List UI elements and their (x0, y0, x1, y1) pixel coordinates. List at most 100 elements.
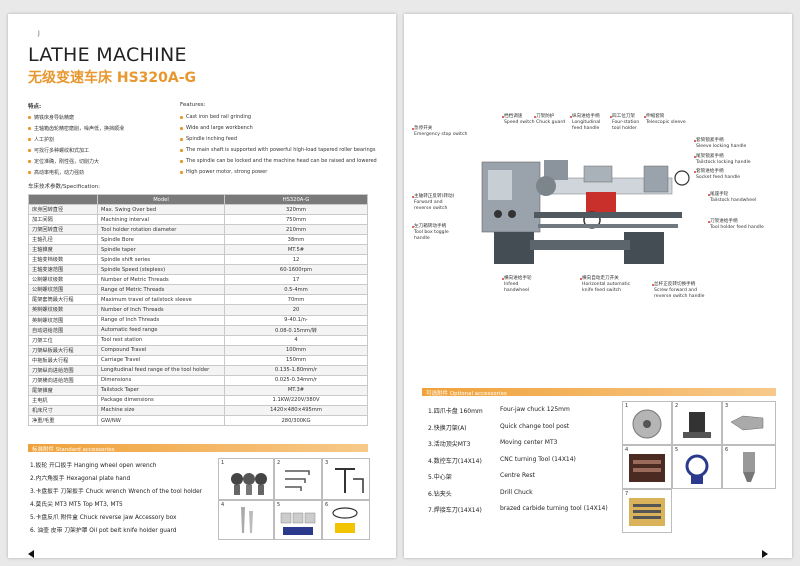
feature-item: 可找行多种螺纹和式加工 (34, 148, 90, 154)
feature-item: The main shaft is supported with powerfu… (186, 147, 376, 153)
spec-en: Maximum travel of tailstock sleeve (97, 294, 225, 306)
thumb-drill-chuck: 6 (722, 445, 776, 489)
standard-item: 1.扳轮 开口扳手 Hanging wheel open wrench (30, 463, 157, 469)
next-page-arrow-icon[interactable] (762, 550, 768, 558)
page-title: LATHE MACHINE (28, 44, 187, 66)
leader-dot (644, 116, 646, 118)
moving-center-image (730, 415, 764, 431)
spec-value: 70mm (224, 294, 368, 306)
page-mark: J (38, 30, 40, 37)
thumb-moving-center: 3 (722, 401, 776, 445)
feature-item: 人工护割 (34, 137, 55, 143)
hex-key-image (285, 470, 310, 491)
callout-telescopic: 伸缩套筒 Telescopic sleeve (646, 114, 686, 125)
spec-cn: 净重/毛重 (28, 414, 98, 427)
optional-item-cn: 3.活动顶尖MT3 (428, 441, 471, 448)
bullet-icon (180, 171, 183, 174)
thumb-tool-post: 2 (672, 401, 722, 445)
spec-value: 4 (224, 334, 368, 346)
spec-en: Dimensions (97, 374, 225, 386)
spec-en: Carriage Travel (97, 354, 225, 366)
bullet-icon (180, 138, 183, 141)
leader-dot (610, 116, 612, 118)
feature-item: Spindle inching feed (186, 136, 238, 142)
cnc-tool-image (629, 454, 665, 482)
oil-belt-image (332, 507, 358, 533)
spec-cn: 尾架锥度 (28, 384, 98, 396)
spec-en: Max. Swing Over bed (97, 203, 225, 216)
bullet-icon (180, 116, 183, 119)
optional-item-cn: 5.中心架 (428, 474, 452, 481)
optional-item-cn: 1.四爪卡盘 160mm (428, 408, 483, 415)
spec-en: Tailstock Taper (97, 384, 225, 396)
centers-image (241, 507, 253, 533)
callout-long-feed: 纵向进给手柄 Longitudinal feed handle (572, 114, 601, 131)
spec-value: 1.1KW/220V/380V (224, 394, 368, 406)
optional-item-cn: 4.数控车刀(14X14) (428, 457, 482, 465)
spec-cn: 公制螺纹范围 (28, 284, 98, 296)
callout-tailstock-hand: 尾座手轮 Tailstock handwheel (710, 192, 757, 203)
optional-item-en: Centre Rest (500, 472, 536, 479)
spec-cn: 机床尺寸 (28, 404, 98, 416)
spec-value: MT.3# (224, 384, 368, 396)
spec-value: 210mm (224, 224, 368, 236)
lathe-illustration (481, 160, 690, 264)
spec-header-value: HS320A-G (224, 194, 368, 205)
spec-cn: 刀架纵板最大行程 (28, 344, 98, 356)
optional-item-en: Four-jaw chuck 125mm (500, 406, 570, 413)
spec-cn: 主电机 (28, 394, 98, 406)
thumb-centers: 4 (218, 500, 274, 540)
spec-en: Compound Travel (97, 344, 225, 356)
prev-page-arrow-icon[interactable] (28, 550, 34, 558)
feature-item: High power motor, strong power (186, 169, 268, 175)
spec-cn: 刀架纵向进给范围 (28, 364, 98, 376)
spec-value: 60-1600rpm (224, 264, 368, 276)
leader-dot (694, 171, 696, 173)
thumb-wrenches: 1 (218, 458, 274, 500)
spec-en: Number of Inch Threads (97, 304, 225, 316)
spec-heading: 车床技术参数/Specification: (28, 184, 101, 190)
spec-value: 0.025-0.34mm/r (224, 374, 368, 386)
spec-cn: 公制螺纹级数 (28, 274, 98, 286)
standard-item: 2.内六角扳手 Hexagonal plate hand (30, 476, 131, 482)
spec-value: 0.5-4mm (224, 284, 368, 296)
spec-value: MT.5# (224, 244, 368, 256)
callout-sleeve-lock: 套筒锁紧手柄 Sleeve locking handle (696, 138, 747, 149)
spec-cn: 刀架工位 (28, 334, 98, 346)
leader-dot (694, 156, 696, 158)
left-page: J LATHE MACHINE 无级变速车床 HS320A-G 特点: Feat… (8, 14, 396, 558)
spec-cn: 主轴孔径 (28, 234, 98, 246)
callout-four-station: 四工位刀架 Four-station tool holder (612, 114, 640, 131)
spec-en: Spindle Bore (97, 234, 225, 246)
spec-en: Longitudinal feed range of the tool hold… (97, 364, 225, 376)
drill-chuck-image (743, 452, 755, 482)
features-cn-heading: 特点: (28, 104, 42, 110)
bullet-icon (180, 160, 183, 163)
spec-value: 0.08-0.15mm/转 (224, 324, 368, 336)
tool-post-image (683, 412, 711, 438)
spec-value: 38mm (224, 234, 368, 246)
wrench-image (231, 473, 267, 495)
spec-en: Number of Metric Threads (97, 274, 225, 286)
callout-chuck-guard: 刀架防护 Chuck guard (536, 114, 566, 125)
bullet-icon (28, 160, 31, 163)
optional-accessories-label: 可选附件 Optional accessories (426, 390, 507, 397)
spec-en: Automatic feed range (97, 324, 225, 336)
spec-cn: 自动进给范围 (28, 324, 98, 336)
callout-tool-holder-feed: 刀架进给手柄 Tool holder feed handle (710, 219, 764, 230)
standard-item: 3.卡盘扳手 刀架扳手 Chuck wrench Wrench of the t… (30, 489, 203, 495)
spec-value: 0.135-1.80mm/r (224, 364, 368, 376)
callout-emergency: 急停开关 Emergency stop switch (414, 126, 468, 137)
spec-cn: 尾架套筒最大行程 (28, 294, 98, 306)
callout-tool-box: 左刀箱转动手柄 Tool box toggle handle (414, 224, 449, 241)
standard-accessories-bar: 标准附件 Standard accessories (28, 444, 368, 453)
